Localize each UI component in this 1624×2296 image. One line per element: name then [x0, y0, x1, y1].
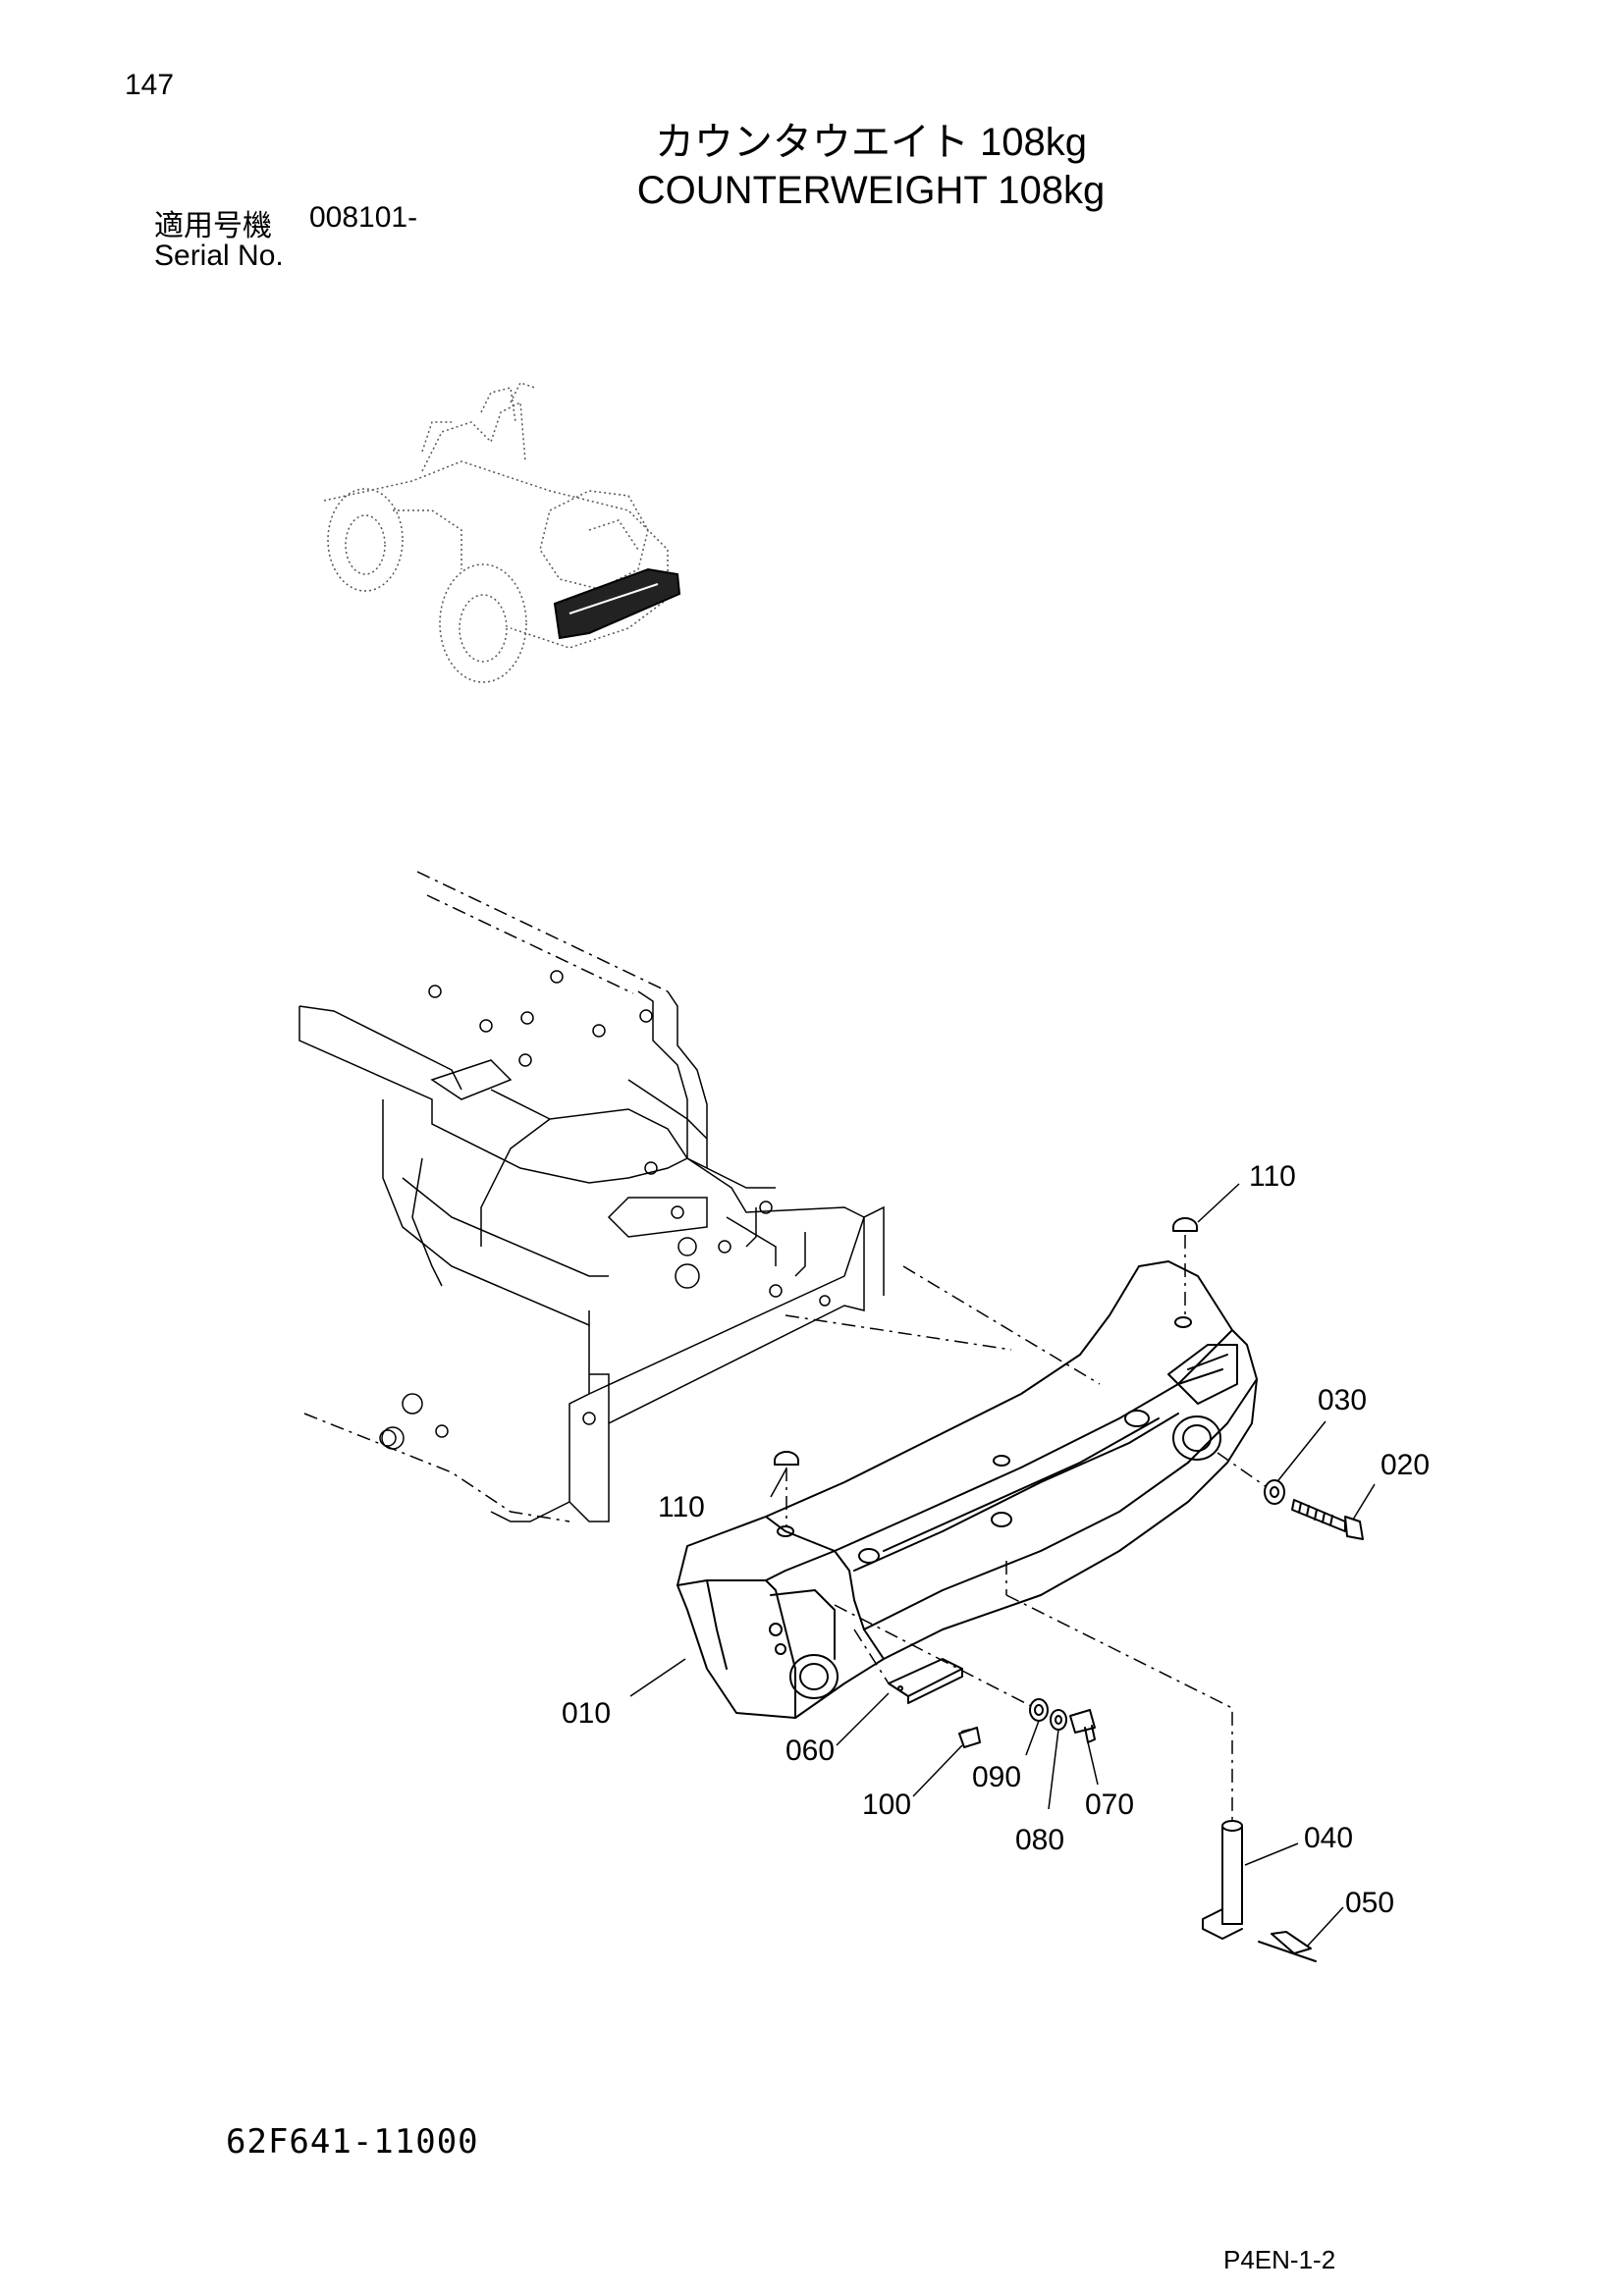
part-110-plug-upper: [1172, 1217, 1198, 1232]
tractor-front-frame: [298, 871, 1101, 1522]
counterweight-body: [677, 1260, 1258, 1719]
sheet-code: P4EN-1-2: [1223, 2245, 1336, 2274]
part-060-plate: [888, 1658, 963, 1704]
callout-080: 080: [1015, 1824, 1064, 1856]
callout-070: 070: [1085, 1789, 1134, 1821]
serial-label-english: Serial No.: [154, 240, 284, 272]
frame-bolt-holes: [379, 970, 831, 1450]
part-100-bolt: [958, 1727, 981, 1748]
callout-110-upper: 110: [1249, 1160, 1296, 1193]
part-040-pin: [1202, 1820, 1243, 1940]
part-070-bolt: [1069, 1709, 1096, 1743]
part-110-plug-lower: [774, 1451, 799, 1466]
tractor-location-thumbnail: [323, 382, 681, 683]
callout-110-lower: 110: [658, 1491, 705, 1523]
callout-040: 040: [1304, 1822, 1353, 1854]
part-020-bolt: [1291, 1499, 1364, 1540]
callout-010: 010: [562, 1697, 611, 1730]
title-english: COUNTERWEIGHT 108kg: [636, 169, 1106, 212]
page-number: 147: [125, 69, 175, 101]
serial-number-value: 008101-: [309, 201, 418, 234]
callout-100: 100: [862, 1789, 911, 1821]
drawing-number: 62F641-11000: [226, 2122, 479, 2162]
title-japanese: カウンタウエイト 108kg: [654, 121, 1088, 164]
serial-label-japanese: 適用号機: [154, 209, 272, 243]
part-080-lock-washer: [1050, 1709, 1067, 1731]
callout-030: 030: [1318, 1384, 1367, 1416]
callout-050: 050: [1345, 1887, 1394, 1919]
callout-090: 090: [972, 1761, 1021, 1793]
callout-leaders: [629, 1183, 1376, 1947]
part-050-lynch-pin: [1258, 1931, 1317, 1962]
callout-060: 060: [785, 1735, 835, 1767]
part-030-washer: [1264, 1479, 1285, 1505]
callout-020: 020: [1380, 1449, 1430, 1481]
part-090-washer: [1029, 1698, 1049, 1722]
